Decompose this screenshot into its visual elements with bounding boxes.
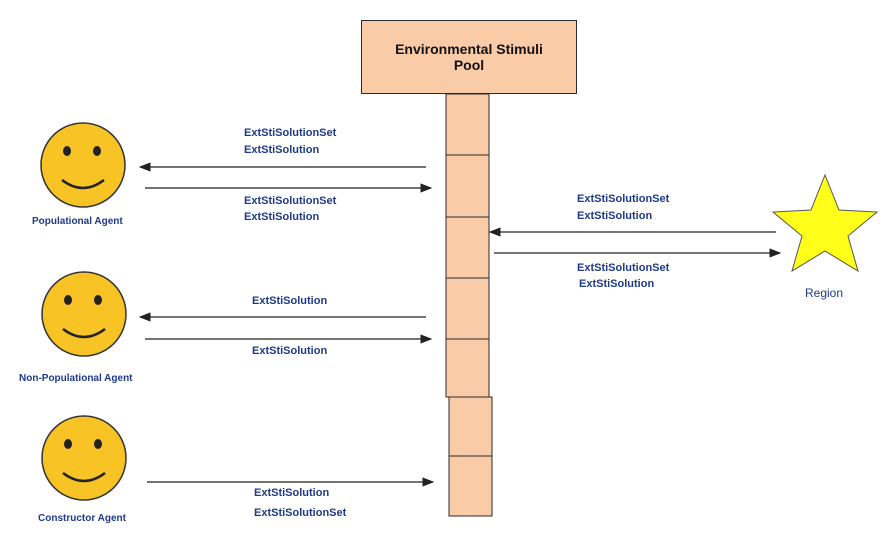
non-populational-agent-label: Non-Populational Agent — [19, 373, 133, 384]
populational-agent-label: Populational Agent — [32, 216, 123, 227]
constructor-agent-label: Constructor Agent — [38, 513, 126, 524]
message-label: ExtStiSolutionSet — [577, 262, 670, 274]
pool-cell — [445, 338, 490, 398]
message-label: ExtStiSolution — [577, 210, 653, 222]
pool-cell — [445, 93, 490, 156]
message-label: ExtStiSolution — [244, 144, 320, 156]
populational-agent-smiley-face-icon — [40, 122, 126, 208]
pool-cell — [445, 154, 490, 218]
message-label: ExtStiSolution — [579, 278, 655, 290]
pool-cell — [445, 277, 490, 340]
constructor-agent-smiley-face-icon — [41, 415, 127, 501]
message-label: ExtStiSolutionSet — [577, 193, 670, 205]
pool-cell — [448, 455, 493, 517]
message-label: ExtStiSolutionSet — [244, 195, 337, 207]
pool-title-box: Environmental Stimuli Pool — [361, 20, 577, 94]
region-label: Region — [805, 286, 844, 300]
pool-cell — [445, 216, 490, 279]
region-star-icon — [771, 173, 879, 273]
pool-cell — [448, 396, 493, 457]
message-label: ExtStiSolution — [254, 487, 330, 499]
message-label: ExtStiSolution — [252, 345, 328, 357]
message-label: ExtStiSolution — [252, 295, 328, 307]
pool-title-line1: Environmental Stimuli — [395, 41, 543, 57]
message-label: ExtStiSolutionSet — [244, 127, 337, 139]
message-label: ExtStiSolutionSet — [254, 507, 347, 519]
pool-title-line2: Pool — [453, 57, 485, 73]
non-populational-agent-smiley-face-icon — [41, 271, 127, 357]
message-label: ExtStiSolution — [244, 211, 320, 223]
pool-lifeline — [445, 93, 493, 517]
